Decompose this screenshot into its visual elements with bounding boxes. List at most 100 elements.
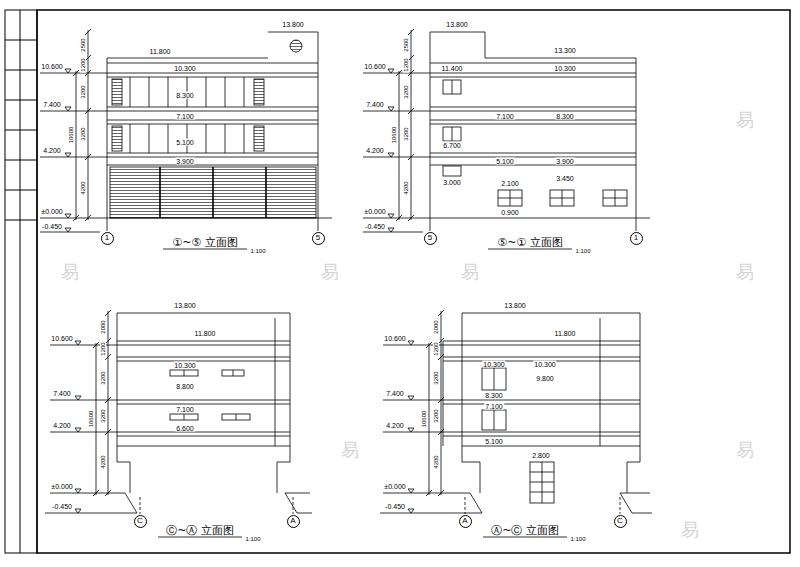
- elevation-mark: 13.800: [281, 21, 304, 28]
- dimension-text: 1200: [80, 57, 86, 72]
- watermark: 易: [680, 521, 700, 539]
- elevation-mark: ±0.000: [50, 483, 73, 490]
- elevation-mark: 10.600: [363, 63, 386, 70]
- dimension-text: 3200: [80, 126, 86, 141]
- dimension-text: 4200: [433, 454, 439, 469]
- elevation-mark: ±0.000: [40, 208, 63, 215]
- axis-number: A: [462, 517, 467, 525]
- elevation-mark: 10.300: [553, 65, 576, 72]
- elevation-mark: 8.800: [175, 383, 195, 390]
- dimension-text: 3200: [80, 84, 86, 99]
- elevation-mark: 11.800: [149, 48, 172, 55]
- elevation-mark: 10.300: [533, 361, 556, 368]
- elevation-mark: 10.600: [40, 63, 63, 70]
- dimension-text: 10600: [88, 410, 94, 429]
- elevation-mark: 5.100: [495, 158, 515, 165]
- axis-number: C: [617, 517, 623, 525]
- dimension-text: 3200: [100, 370, 106, 385]
- dimension-text: 3200: [403, 126, 409, 141]
- dimension-text: 4200: [403, 180, 409, 195]
- elevation-mark: 6.600: [175, 425, 195, 432]
- dimension-text: 2000: [100, 319, 106, 334]
- axis-number: 1: [105, 234, 109, 242]
- watermark: 易: [735, 263, 755, 281]
- elevation-mark: -0.450: [364, 223, 386, 230]
- axis-number: 1: [634, 234, 638, 242]
- elevation-mark: 10.300: [173, 65, 196, 72]
- elevation-mark: 13.800: [445, 21, 468, 28]
- axis-bubble: A: [287, 515, 300, 528]
- view-title: ⑤~① 立面图: [496, 237, 563, 248]
- dimension-text: 1200: [100, 341, 106, 356]
- axis-bubble: 5: [424, 232, 437, 245]
- elevation-mark: 6.700: [442, 142, 462, 149]
- view-title: ①~⑤ 立面图: [171, 237, 238, 248]
- axis-number: 5: [316, 234, 320, 242]
- axis-bubble: A: [459, 515, 472, 528]
- view-title: Ⓐ~Ⓒ 立面图: [490, 525, 560, 536]
- elevation-mark: 11.800: [194, 330, 217, 337]
- elevation-mark: 13.300: [553, 47, 576, 54]
- elevation-mark: 10.300: [173, 362, 196, 369]
- elevation-mark: 7.400: [385, 390, 405, 397]
- dimension-text: 2000: [433, 319, 439, 334]
- elevation-mark: 3.450: [555, 175, 575, 182]
- watermark: 易: [460, 263, 480, 281]
- elevation-mark: ±0.000: [383, 483, 406, 490]
- elevation-mark: 1:100: [574, 248, 591, 254]
- elevation-mark: 8.300: [555, 113, 575, 120]
- dimension-text: 2500: [80, 37, 86, 52]
- elevation-mark: -0.450: [41, 223, 63, 230]
- elevation-mark: 10.300: [482, 361, 505, 368]
- dimension-text: 3200: [433, 408, 439, 423]
- watermark: 易: [340, 441, 360, 459]
- dimension-text: 10600: [391, 126, 397, 145]
- elevation-mark: 11.400: [441, 65, 464, 72]
- axis-bubble: 1: [630, 232, 643, 245]
- elevation-mark: 3.000: [442, 179, 462, 186]
- elevation-mark: 4.200: [52, 422, 72, 429]
- elevation-mark: 5.100: [484, 438, 504, 445]
- elevation-mark: 13.800: [503, 302, 526, 309]
- elevation-mark: 4.200: [365, 147, 385, 154]
- elevation-mark: -0.450: [384, 503, 406, 510]
- elevation-mark: 10.600: [50, 335, 73, 342]
- elevation-mark: 7.100: [495, 113, 515, 120]
- elevation-mark: 7.400: [365, 101, 385, 108]
- axis-number: 5: [428, 234, 432, 242]
- dimension-text: 3200: [403, 84, 409, 99]
- elevation-mark: 11.800: [554, 330, 577, 337]
- elevation-mark: 1:100: [569, 536, 586, 542]
- elevation-mark: 1:100: [244, 536, 261, 542]
- dimension-text: 3200: [433, 370, 439, 385]
- elevation-mark: 7.400: [42, 101, 62, 108]
- dimension-text: 10600: [421, 410, 427, 429]
- axis-bubble: C: [614, 515, 627, 528]
- axis-bubble: 1: [101, 232, 114, 245]
- axis-number: C: [137, 517, 143, 525]
- watermark: 易: [735, 441, 755, 459]
- elevation-mark: 13.800: [173, 302, 196, 309]
- elevation-mark: 3.900: [555, 158, 575, 165]
- elevation-mark: 7.100: [175, 406, 195, 413]
- elevation-mark: 7.100: [175, 113, 195, 120]
- elevation-mark: 7.100: [484, 403, 504, 410]
- watermark: 易: [735, 111, 755, 129]
- elevation-mark: 7.400: [52, 390, 72, 397]
- elevation-mark: 8.300: [484, 392, 504, 399]
- dimension-text: 1200: [403, 57, 409, 72]
- elevation-mark: 2.100: [500, 180, 520, 187]
- elevation-mark: 1:100: [249, 248, 266, 254]
- elevation-mark: 2.800: [531, 452, 551, 459]
- axis-bubble: C: [134, 515, 147, 528]
- elevation-mark: ±0.000: [363, 208, 386, 215]
- dimension-text: 4200: [100, 454, 106, 469]
- dimension-text: 2500: [403, 37, 409, 52]
- view-title: Ⓒ~Ⓐ 立面图: [165, 525, 235, 536]
- elevation-mark: 3.900: [175, 158, 195, 165]
- elevation-mark: 4.200: [42, 147, 62, 154]
- watermark: 易: [60, 263, 80, 281]
- dimension-text: 4200: [80, 180, 86, 195]
- elevation-mark: 10.600: [383, 335, 406, 342]
